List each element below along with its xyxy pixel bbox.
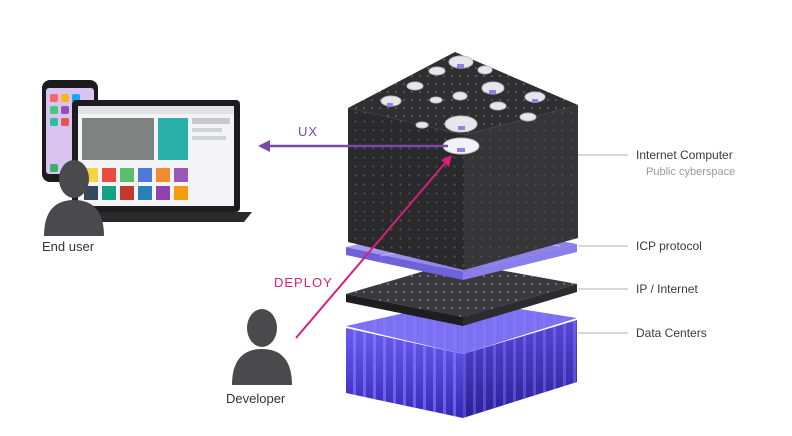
ip-internet-label: IP / Internet xyxy=(636,282,698,296)
internet-computer-cube xyxy=(348,52,578,270)
deploy-label: DEPLOY xyxy=(274,275,333,290)
ip-internet-layer xyxy=(346,262,577,326)
data-centers-layer xyxy=(346,300,577,418)
developer-person-icon xyxy=(232,309,292,385)
canister-cylinders xyxy=(380,55,546,155)
ux-label: UX xyxy=(298,124,319,139)
end-user-person-icon xyxy=(44,160,104,236)
leader-lines xyxy=(578,154,628,334)
icp-protocol-label: ICP protocol xyxy=(636,239,702,253)
data-centers-label: Data Centers xyxy=(636,326,707,340)
ux-arrow xyxy=(258,140,448,152)
laptop-icon xyxy=(60,100,252,222)
end-user-label: End user xyxy=(42,239,95,254)
public-cyberspace-label: Public cyberspace xyxy=(646,166,736,178)
deploy-arrow xyxy=(295,155,452,339)
internet-computer-label: Internet Computer xyxy=(636,148,733,162)
developer-label: Developer xyxy=(226,391,286,406)
